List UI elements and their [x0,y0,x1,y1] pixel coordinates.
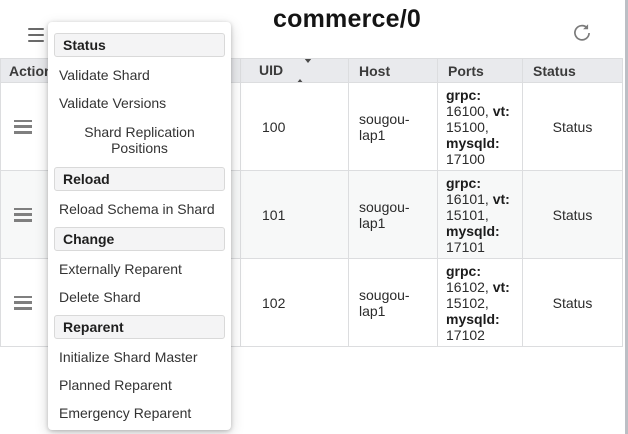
hamburger-bar [28,33,44,37]
hamburger-bar [28,28,44,31]
uid-cell: 101 [240,170,349,259]
mysqld-label: mysqld: [446,310,500,327]
vt-label: vt: [492,278,510,295]
vt-label: vt: [492,102,510,119]
menu-item-validate-shard[interactable]: Validate Shard [59,67,150,83]
menu-item-validate-versions[interactable]: Validate Versions [59,95,167,111]
column-header-ports: Ports [437,58,523,83]
menu-item-emergency-reparent[interactable]: Emergency Reparent [59,405,192,421]
row-actions-menu-icon[interactable] [14,119,32,134]
host-cell: sougou-lap1 [348,258,438,347]
column-header-host: Host [348,58,438,83]
menu-item-externally-reparent[interactable]: Externally Reparent [59,261,182,277]
vt-label: vt: [492,190,510,207]
column-header-status: Status [522,58,623,83]
status-cell[interactable]: Status [522,170,623,259]
hamburger-menu-icon[interactable] [28,28,44,42]
uid-cell: 100 [240,82,349,171]
page-title: commerce/0 [273,5,421,33]
vt-port: 15100, [446,118,489,135]
status-cell[interactable]: Status [522,82,623,171]
vt-port: 15102, [446,294,489,311]
menu-item-initialize-shard-master[interactable]: Initialize Shard Master [59,349,198,365]
menu-item-reload-schema-in-shard[interactable]: Reload Schema in Shard [59,201,215,217]
mysqld-port: 17101 [446,238,485,255]
ports-cell: grpc: 16101, vt: 15101, mysqld: 17101 [437,170,523,259]
hamburger-bar [28,39,44,42]
host-cell: sougou-lap1 [348,170,438,259]
column-header-uid[interactable]: UID [240,58,349,83]
menu-item-shard-replication-positions[interactable]: Shard Replication Positions [84,124,195,156]
mysqld-port: 17100 [446,150,485,167]
grpc-label: grpc: [446,86,481,103]
grpc-port: 16100, [446,102,489,119]
ports-cell: grpc: 16102, vt: 15102, mysqld: 17102 [437,258,523,347]
shard-actions-dropdown: Status Validate Shard Validate Versions … [48,22,231,430]
grpc-label: grpc: [446,174,481,191]
host-cell: sougou-lap1 [348,82,438,171]
status-cell[interactable]: Status [522,258,623,347]
row-actions-menu-icon[interactable] [14,295,32,310]
uid-header-label: UID [259,61,284,78]
vt-port: 15101, [446,206,489,223]
mysqld-port: 17102 [446,326,485,343]
menu-section-header-change: Change [54,227,225,251]
sort-icon[interactable] [296,59,313,82]
refresh-icon[interactable] [570,21,594,45]
menu-section-header-reload: Reload [54,167,225,191]
mysqld-label: mysqld: [446,222,500,239]
menu-section-header-reparent: Reparent [54,315,225,339]
vertical-scrollbar[interactable] [625,0,628,434]
menu-item-delete-shard[interactable]: Delete Shard [59,289,141,305]
uid-cell: 102 [240,258,349,347]
menu-section-header-status: Status [54,33,225,57]
grpc-label: grpc: [446,262,481,279]
menu-item-planned-reparent[interactable]: Planned Reparent [59,377,172,393]
row-actions-menu-icon[interactable] [14,207,32,222]
grpc-port: 16101, [446,190,489,207]
grpc-port: 16102, [446,278,489,295]
mysqld-label: mysqld: [446,134,500,151]
ports-cell: grpc: 16100, vt: 15100, mysqld: 17100 [437,82,523,171]
